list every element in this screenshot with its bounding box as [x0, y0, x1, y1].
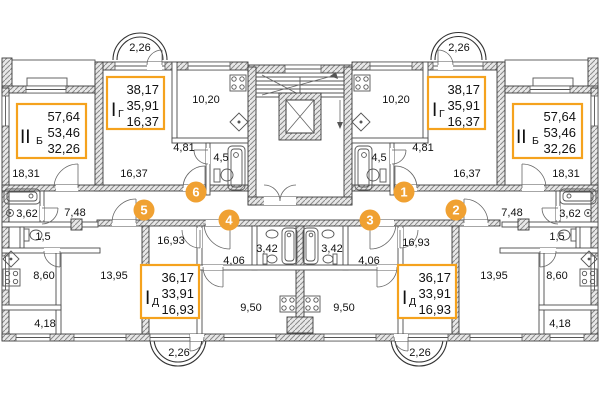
apartment-type-sub: Г	[439, 108, 445, 120]
toilet-icons	[23, 168, 577, 265]
room-labels: 2,26 2,26 2,26 2,26 10,20 10,20 18,31 18…	[12, 42, 580, 359]
doors	[40, 49, 560, 352]
apartment-type-sub: Д	[409, 296, 416, 308]
apartment-total-area: 57,64	[543, 109, 576, 124]
apartment-type: I	[402, 288, 407, 309]
apartment-type-sub: Д	[152, 296, 159, 308]
elevator-shaft	[278, 92, 322, 141]
label-bath-362-right: 3,62	[559, 208, 580, 220]
label-hall-481-right: 4,81	[412, 142, 433, 154]
balcony-top-left	[112, 32, 168, 61]
label-kitchen-950-left: 9,50	[240, 302, 261, 314]
apartment-rooms-area: 16,93	[418, 302, 451, 317]
label-bath-342-left: 3,42	[256, 243, 277, 255]
apartment-living-area: 53,46	[543, 125, 576, 140]
label-balcony-bottom-right: 2,26	[409, 347, 430, 359]
label-hall-748-left: 7,48	[64, 207, 85, 219]
label-room-1693-left: 16,93	[157, 235, 185, 247]
label-wc-15-left: 1,5	[35, 231, 50, 243]
apartment-total-area: 38,17	[126, 82, 159, 97]
label-room-1637-right: 16,37	[453, 168, 481, 180]
apartment-box-iib-right[interactable]: 57,64 53,46 32,26 II Б	[511, 102, 584, 160]
balcony-bottom-left	[149, 337, 207, 367]
apartment-type: I	[432, 100, 437, 121]
apartment-type: II	[20, 127, 31, 148]
apartment-rooms-area: 32,26	[543, 141, 576, 156]
label-kitchen-860-left: 8,60	[33, 270, 54, 282]
apartment-type-sub: Г	[118, 108, 124, 120]
label-room-1831-left: 18,31	[12, 168, 40, 180]
label-hall-406-left: 4,06	[223, 255, 244, 267]
apartment-box-id-right[interactable]: 36,17 33,91 16,93 I Д	[396, 263, 458, 320]
apartment-living-area: 53,46	[47, 125, 80, 140]
label-room-1831-right: 18,31	[552, 168, 580, 180]
label-balcony-top-right: 2,26	[448, 42, 469, 54]
apartment-box-id-left[interactable]: 36,17 33,91 16,93 I Д	[139, 263, 201, 320]
unit-number: 6	[192, 185, 199, 200]
label-room-418-left: 4,18	[34, 318, 55, 330]
label-hall-748-right: 7,48	[501, 207, 522, 219]
label-bath-45-left: 4,5	[213, 152, 228, 164]
unit-number: 5	[140, 203, 147, 218]
windows	[1, 61, 599, 342]
apartment-living-area: 35,91	[126, 98, 159, 113]
sink-icons	[2, 112, 598, 268]
unit-number: 4	[225, 213, 233, 228]
balcony-bottom-right	[390, 337, 448, 367]
label-kitchen-1020-right: 10,20	[382, 94, 410, 106]
label-bath-362-left: 3,62	[16, 208, 37, 220]
apartment-type: II	[516, 127, 527, 148]
apartment-total-area: 38,17	[447, 82, 480, 97]
unit-marker-5[interactable]: 5	[133, 199, 155, 221]
bathtub-icons	[3, 145, 597, 265]
vent-shafts	[70, 218, 530, 334]
label-kitchen-950-right: 9,50	[333, 302, 354, 314]
label-room-1395-right: 13,95	[480, 270, 508, 282]
label-room-1693-right: 16,93	[402, 237, 430, 249]
apartment-living-area: 33,91	[161, 286, 194, 301]
apartment-box-iib-left[interactable]: 57,64 53,46 32,26 II Б	[15, 102, 88, 160]
label-balcony-bottom-left: 2,26	[168, 347, 189, 359]
apartment-box-ig-right[interactable]: 38,17 35,91 16,37 I Г	[426, 75, 487, 131]
unit-marker-6[interactable]: 6	[185, 181, 207, 203]
apartment-total-area: 36,17	[161, 270, 194, 285]
label-room-418-right: 4,18	[549, 318, 570, 330]
apartment-living-area: 35,91	[447, 98, 480, 113]
apartment-total-area: 57,64	[47, 109, 80, 124]
unit-marker-4[interactable]: 4	[218, 209, 240, 231]
apartment-type: I	[145, 288, 150, 309]
apartment-rooms-area: 32,26	[47, 141, 80, 156]
apartment-total-area: 36,17	[418, 270, 451, 285]
label-hall-406-right: 4,06	[358, 255, 379, 267]
apartment-type-sub: Б	[532, 135, 539, 147]
label-kitchen-860-right: 8,60	[546, 270, 567, 282]
stove-icons	[2, 74, 598, 313]
label-wc-15-right: 1,5	[549, 231, 564, 243]
label-hall-481-left: 4,81	[173, 142, 194, 154]
label-room-1637-left: 16,37	[120, 168, 148, 180]
apartment-type: I	[111, 100, 116, 121]
label-bath-342-right: 3,42	[321, 243, 342, 255]
label-bath-45-right: 4,5	[371, 152, 386, 164]
label-balcony-top-left: 2,26	[129, 42, 150, 54]
apartment-living-area: 33,91	[418, 286, 451, 301]
label-room-1395-left: 13,95	[100, 270, 128, 282]
apartment-box-ig-left[interactable]: 38,17 35,91 16,37 I Г	[105, 75, 166, 131]
apartment-rooms-area: 16,93	[161, 302, 194, 317]
unit-number: 1	[400, 185, 407, 200]
unit-number: 3	[366, 213, 373, 228]
unit-marker-3[interactable]: 3	[359, 209, 381, 231]
apartment-rooms-area: 16,37	[447, 114, 480, 129]
label-kitchen-1020-left: 10,20	[192, 94, 220, 106]
apartment-type-sub: Б	[36, 135, 43, 147]
apartment-rooms-area: 16,37	[126, 114, 159, 129]
unit-marker-2[interactable]: 2	[445, 199, 467, 221]
balcony-top-right	[430, 31, 487, 61]
unit-marker-1[interactable]: 1	[393, 181, 415, 203]
unit-number: 2	[452, 203, 459, 218]
